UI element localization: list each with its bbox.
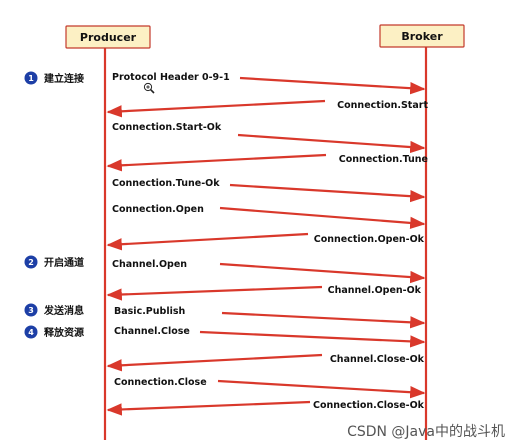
message-5: Connection.Tune-Ok [112, 178, 426, 203]
step-label: 建立连接 [43, 72, 84, 85]
message-8: Channel.Open [112, 259, 426, 284]
step-3: 3 发送消息 [24, 303, 84, 317]
message-arrow [106, 353, 323, 372]
message-3: Connection.Start-Ok [112, 122, 426, 154]
broker-box [379, 24, 465, 48]
message-arrow [106, 99, 326, 118]
zoom-in-icon [143, 82, 155, 94]
message-6: Connection.Open [112, 204, 426, 230]
message-label: Protocol Header 0-9-1 [112, 72, 230, 83]
step-badge [24, 255, 38, 269]
message-label: Connection.Tune-Ok [112, 178, 220, 189]
message-layer: Protocol Header 0-9-1Connection.StartCon… [106, 72, 428, 416]
step-label: 开启通道 [44, 256, 84, 269]
producer-box [65, 25, 151, 49]
message-12: Channel.Close-Ok [106, 353, 425, 372]
message-label: Connection.Close [114, 377, 207, 388]
message-arrow [239, 76, 426, 95]
step-number: 4 [28, 328, 34, 337]
message-2: Connection.Start [106, 99, 428, 118]
message-7: Connection.Open-Ok [106, 232, 425, 251]
message-label: Channel.Open-Ok [328, 285, 422, 296]
step-number: 2 [28, 258, 34, 267]
message-arrow [199, 330, 426, 348]
step-label: 发送消息 [43, 304, 84, 317]
step-badge [24, 325, 38, 339]
broker-label: Broker [401, 30, 443, 43]
message-label: Basic.Publish [114, 306, 185, 317]
step-layer: 1 建立连接 2 开启通道 3 发送消息 4 释放资源 [24, 71, 84, 339]
step-badge [24, 303, 38, 317]
message-11: Channel.Close [114, 326, 426, 348]
step-4: 4 释放资源 [24, 325, 84, 339]
producer-label: Producer [80, 31, 137, 44]
producer-participant: Producer [65, 25, 151, 49]
step-label: 释放资源 [44, 326, 84, 339]
message-label: Channel.Close [114, 326, 190, 337]
message-label: Connection.Open-Ok [314, 234, 425, 245]
step-1: 1 建立连接 [24, 71, 84, 85]
message-10: Basic.Publish [114, 306, 426, 329]
step-2: 2 开启通道 [24, 255, 84, 269]
message-label: Connection.Open [112, 204, 204, 215]
message-label: Connection.Start [337, 100, 428, 111]
watermark-text: CSDN @Java中的战斗机 [347, 424, 505, 440]
message-arrow [219, 262, 426, 284]
step-number: 1 [28, 74, 34, 83]
message-label: Channel.Close-Ok [330, 354, 425, 365]
step-number: 3 [28, 306, 34, 315]
message-4: Connection.Tune [106, 153, 428, 172]
message-label: Connection.Start-Ok [112, 122, 222, 133]
message-label: Connection.Tune [339, 154, 428, 165]
message-arrow [106, 285, 323, 301]
message-arrow [106, 153, 327, 172]
message-9: Channel.Open-Ok [106, 285, 422, 301]
broker-participant: Broker [379, 24, 465, 48]
message-arrow [106, 400, 311, 416]
step-badge [24, 71, 38, 85]
message-arrow [221, 311, 426, 329]
message-13: Connection.Close [114, 377, 426, 399]
message-arrow [237, 133, 426, 154]
message-14: Connection.Close-Ok [106, 400, 425, 416]
message-label: Connection.Close-Ok [313, 400, 425, 411]
message-arrow [217, 379, 426, 399]
message-arrow [219, 206, 426, 230]
message-arrow [229, 183, 426, 203]
message-arrow [106, 232, 309, 251]
message-1: Protocol Header 0-9-1 [112, 72, 426, 95]
message-label: Channel.Open [112, 259, 187, 270]
